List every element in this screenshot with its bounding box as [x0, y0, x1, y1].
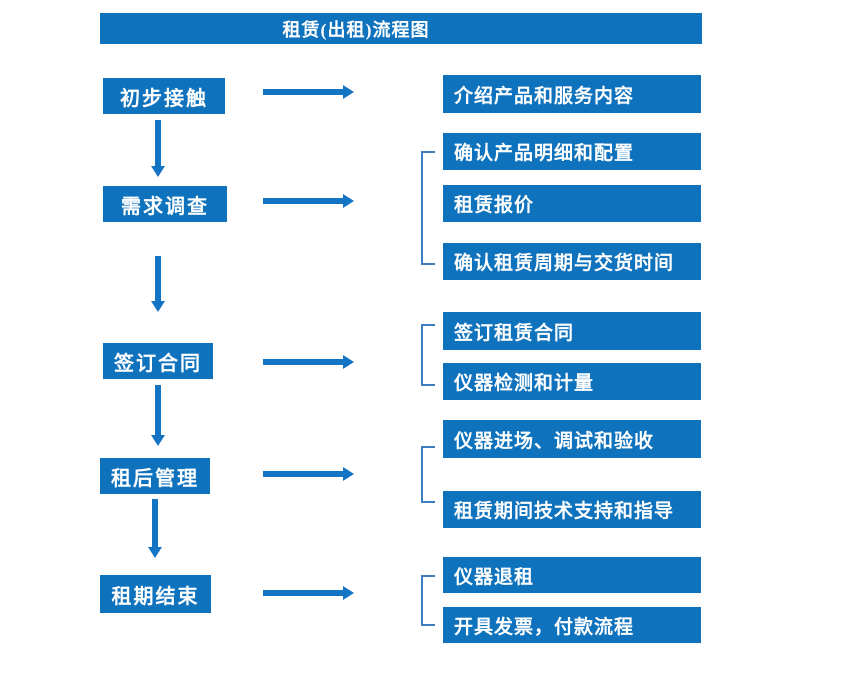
detail-label: 确认租赁周期与交货时间 — [454, 253, 675, 274]
arrow-right-icon — [263, 467, 354, 481]
step-box-sign-contract: 签订合同 — [103, 343, 213, 379]
detail-label: 签订租赁合同 — [454, 322, 575, 344]
detail-box: 租赁报价 — [443, 185, 701, 222]
detail-box: 开具发票，付款流程 — [443, 607, 701, 643]
step-box-rental-period-end: 租期结束 — [100, 575, 211, 613]
flowchart-title-bar: 租赁(出租)流程图 — [100, 13, 702, 44]
step-label: 初步接触 — [120, 87, 208, 110]
detail-box: 介绍产品和服务内容 — [443, 75, 701, 113]
detail-box: 仪器进场、调试和验收 — [443, 420, 701, 458]
detail-label: 开具发票，付款流程 — [454, 616, 635, 638]
flowchart-title: 租赁(出租)流程图 — [282, 19, 430, 40]
arrow-down-icon — [151, 120, 165, 177]
arrow-down-icon — [151, 385, 165, 446]
step-box-initial-contact: 初步接触 — [103, 78, 225, 114]
detail-label: 仪器进场、调试和验收 — [454, 430, 655, 452]
detail-box: 确认租赁周期与交货时间 — [443, 243, 701, 280]
group-bracket — [421, 575, 435, 626]
detail-box: 仪器退租 — [443, 557, 701, 593]
step-box-demand-survey: 需求调查 — [103, 186, 227, 222]
group-bracket — [421, 324, 435, 386]
step-label: 租期结束 — [111, 585, 200, 608]
step-label: 签订合同 — [114, 352, 202, 375]
detail-box: 签订租赁合同 — [443, 312, 701, 350]
detail-box: 确认产品明细和配置 — [443, 133, 701, 170]
group-bracket — [421, 151, 435, 265]
detail-box: 仪器检测和计量 — [443, 363, 701, 400]
detail-label: 租赁期间技术支持和指导 — [454, 501, 675, 522]
arrow-right-icon — [263, 85, 354, 99]
detail-label: 租赁报价 — [454, 195, 535, 216]
step-label: 租后管理 — [111, 467, 199, 490]
arrow-right-icon — [263, 194, 354, 208]
detail-label: 介绍产品和服务内容 — [454, 85, 635, 107]
detail-box: 租赁期间技术支持和指导 — [443, 491, 701, 528]
arrow-right-icon — [263, 355, 354, 369]
arrow-right-icon — [263, 586, 354, 600]
detail-label: 确认产品明细和配置 — [454, 143, 635, 164]
arrow-down-icon — [151, 256, 165, 312]
group-bracket — [421, 446, 435, 503]
step-label: 需求调查 — [121, 195, 209, 218]
arrow-down-icon — [148, 499, 162, 558]
detail-label: 仪器退租 — [454, 566, 535, 588]
detail-label: 仪器检测和计量 — [454, 373, 595, 394]
step-box-post-rental-management: 租后管理 — [100, 458, 210, 494]
